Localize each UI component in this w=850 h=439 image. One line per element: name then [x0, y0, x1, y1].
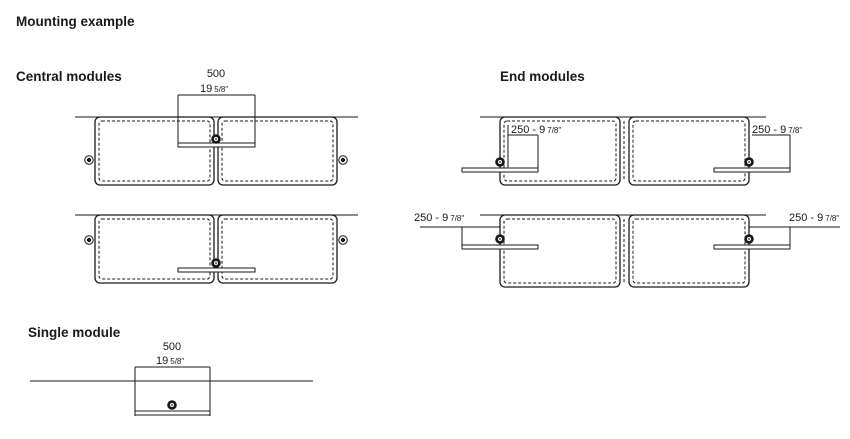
side-screw-icon [338, 155, 348, 165]
end-screw-icon [495, 234, 505, 244]
module-left [94, 116, 215, 186]
central-modules-heading: Central modules [16, 69, 122, 84]
width-mm-label: 500 [163, 341, 181, 353]
module-left [94, 214, 215, 284]
module-left [499, 116, 621, 186]
module-right-inner [632, 218, 746, 284]
side-screw-icon [84, 155, 94, 165]
module-right [217, 116, 338, 186]
shelf-left [461, 244, 539, 250]
module-right-inner [632, 120, 746, 182]
shelf [134, 410, 211, 416]
end-screw-icon [495, 157, 505, 167]
module-right-inner [221, 218, 334, 280]
central-row-2 [75, 214, 358, 284]
module-right [217, 214, 338, 284]
module-right [628, 214, 750, 288]
module-left [499, 214, 621, 288]
end-screw-icon [744, 157, 754, 167]
shelf [177, 267, 256, 273]
center-screw-icon [211, 134, 221, 144]
module-right-inner [221, 120, 334, 182]
side-screw-icon [338, 235, 348, 245]
width-mm-label: 500 [207, 68, 225, 80]
single-module-heading: Single module [28, 325, 121, 340]
shelf-right [713, 244, 791, 250]
module-left-inner [98, 120, 211, 182]
end-screw-icon [744, 234, 754, 244]
center-screw-icon [167, 400, 177, 410]
module-left-inner [503, 218, 617, 284]
page-title: Mounting example [16, 14, 135, 29]
shelf-left [461, 167, 539, 173]
shelf-right [713, 167, 791, 173]
side-screw-icon [84, 235, 94, 245]
end-modules-heading: End modules [500, 69, 585, 84]
module-left-inner [503, 120, 617, 182]
center-screw-icon [211, 258, 221, 268]
module-right [628, 116, 750, 186]
module-left-inner [98, 218, 211, 280]
